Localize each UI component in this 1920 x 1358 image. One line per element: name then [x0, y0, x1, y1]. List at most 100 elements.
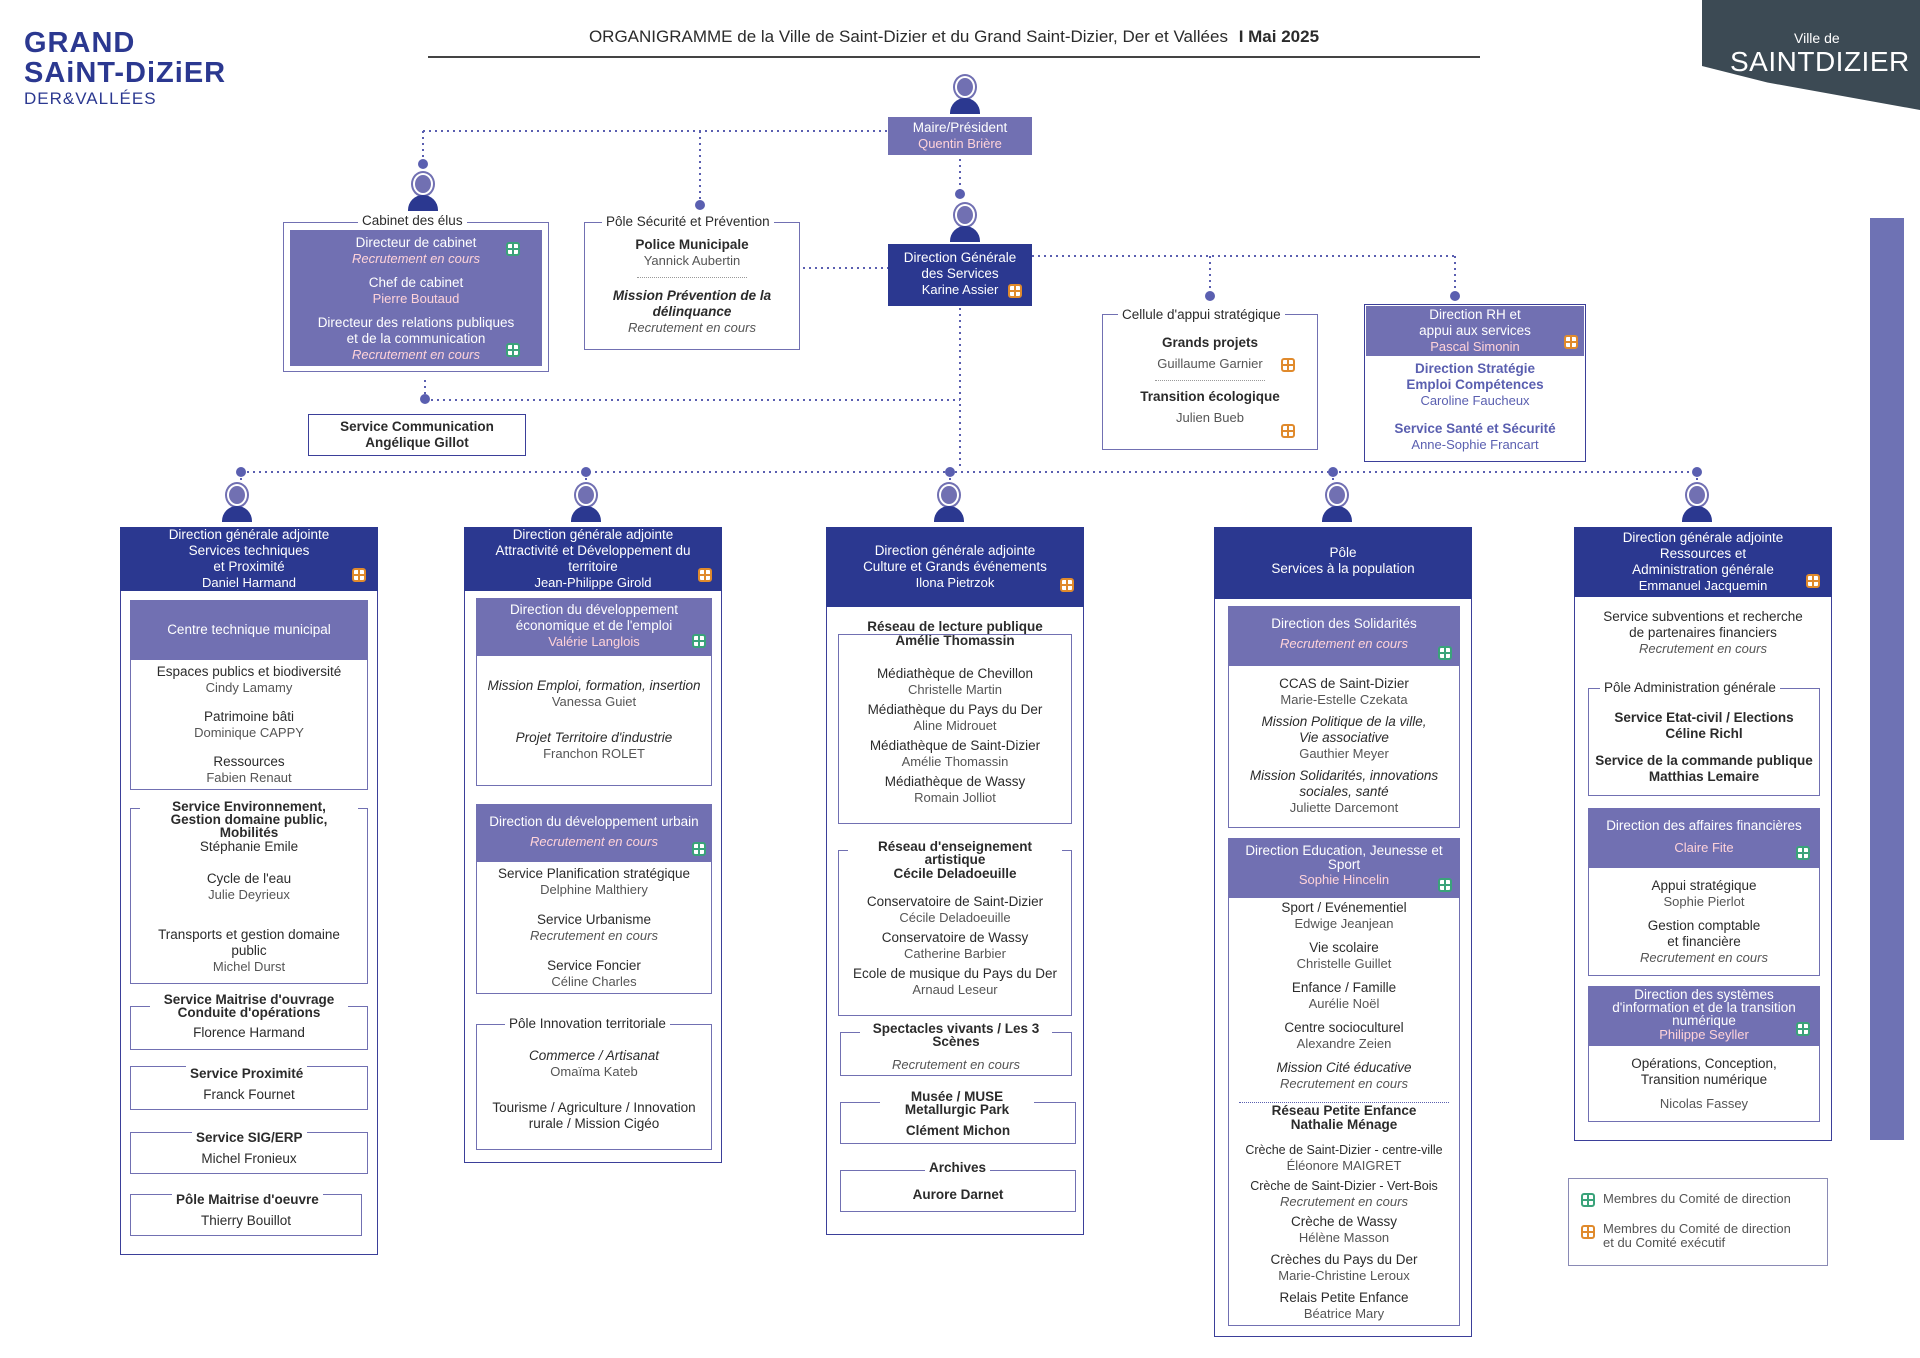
rh-name: Pascal Simonin [1430, 339, 1520, 354]
ctm-item-title: Espaces publics et biodiversité [156, 664, 342, 679]
sol-header: Direction des Solidarités Recrutement en… [1228, 606, 1460, 666]
dsi-items: Opérations, Conception, Transition numér… [1588, 1056, 1820, 1112]
title-underline [428, 56, 1480, 58]
legend: Membres du Comité de direction Membres d… [1568, 1178, 1828, 1266]
dsi-header: Direction des systèmes d'information et … [1588, 986, 1820, 1046]
person-icon [950, 76, 980, 114]
connector-dot [581, 467, 591, 477]
rea-block: Réseau d'enseignement artistique Cécile … [848, 840, 1062, 998]
communication-title: Service Communication [340, 419, 494, 434]
daf-item-name: Sophie Pierlot [1663, 894, 1745, 909]
cellule-frame: Grands projets Guillaume Garnier Transit… [1102, 314, 1318, 450]
edu-item-title: Centre socioculturel [1284, 1020, 1404, 1035]
edu-item-name: Aurélie Noël [1308, 996, 1380, 1011]
person-icon [571, 484, 601, 522]
cabinet-name-0: Recrutement en cours [352, 251, 480, 266]
transition-title: Transition écologique [1140, 389, 1280, 404]
rh-h2: appui aux services [1419, 323, 1531, 338]
securite-frame: Police Municipale Yannick Aubertin Missi… [584, 222, 800, 350]
col4-h2: Services à la population [1271, 561, 1415, 576]
connector-dot [695, 200, 705, 210]
col4-header: Pôle Services à la population [1214, 527, 1472, 599]
pag-title: Pôle Administration générale [1600, 680, 1780, 696]
col1-h3: et Proximité [213, 559, 285, 574]
moe-name: Thierry Bouillot [200, 1213, 292, 1228]
svc-name: Recrutement en cours [1639, 641, 1767, 656]
comex-badge-icon [1008, 284, 1022, 298]
logo-line2: SAiNT-DiZiER [24, 57, 227, 89]
rlp-block: Réseau de lecture publique Amélie Thomas… [848, 620, 1062, 806]
pit-item-title: Commerce / Artisanat [528, 1048, 660, 1063]
col1-h1: Direction générale adjointe [168, 527, 330, 542]
ddu-item-title: Service Planification stratégique [497, 866, 691, 881]
connector-dot [1692, 467, 1702, 477]
transition-name: Julien Bueb [1176, 410, 1244, 425]
cabinet-title: Cabinet des élus [358, 213, 467, 229]
spec-title-2: Scènes [932, 1034, 980, 1049]
sol-item-title: Mission Politique de la ville, [1261, 714, 1427, 729]
svc-title-2: de partenaires financiers [1629, 625, 1777, 640]
col3-h2: Culture et Grands événements [863, 559, 1047, 574]
ddu-name: Recrutement en cours [530, 834, 658, 849]
connector-dot [420, 394, 430, 404]
ctm-item-title: Patrimoine bâti [203, 709, 295, 724]
col3-h1: Direction générale adjointe [874, 543, 1036, 558]
comex-badge-icon [1281, 358, 1295, 372]
person-icon [950, 204, 980, 242]
title-date: I Mai 2025 [1238, 27, 1320, 46]
cellule-title: Cellule d'appui stratégique [1118, 307, 1285, 323]
securite-title: Pôle Sécurité et Prévention [602, 214, 774, 230]
env-item-name: Julie Deyrieux [208, 887, 290, 902]
ctm-item-name: Fabien Renaut [206, 770, 292, 785]
daf-item-title2: et financière [1667, 934, 1741, 949]
connector-dot [1205, 291, 1215, 301]
rpe-title: Réseau Petite Enfance [1267, 1104, 1421, 1118]
sol-title: Direction des Solidarités [1271, 616, 1417, 631]
svc-title-1: Service subventions et recherche [1603, 609, 1803, 624]
title-text: ORGANIGRAMME de la Ville de Saint-Dizier… [588, 27, 1228, 46]
rh-body: Direction Stratégie Emploi Compétences C… [1366, 361, 1584, 453]
daf-item-title: Appui stratégique [1651, 878, 1757, 893]
sig-title: Service SIG/ERP [192, 1130, 307, 1146]
env-item-title2: public [231, 943, 267, 958]
dgs-role2: des Services [921, 266, 999, 281]
rpe-name: Nathalie Ménage [1290, 1117, 1398, 1132]
rea-item-name: Catherine Barbier [904, 946, 1006, 961]
legend-item-1: Membres du Comité de direction [1603, 1191, 1791, 1206]
dsi-name: Philippe Seyller [1659, 1027, 1749, 1042]
env-item-title: Cycle de l'eau [206, 871, 292, 886]
moa-title: Service Maitrise d'ouvrage Conduite d'op… [150, 993, 348, 1019]
edu-title-1: Direction Education, Jeunesse et [1245, 843, 1443, 858]
edu-name: Sophie Hincelin [1298, 872, 1390, 887]
rpe-item-name: Marie-Christine Leroux [1278, 1268, 1410, 1283]
rea-item-name: Cécile Deladoeuille [899, 910, 1011, 925]
env-title-1: Service Environnement, [140, 800, 358, 813]
cabinet-role-2b: et de la communication [346, 331, 486, 346]
prox-name: Franck Fournet [203, 1087, 295, 1102]
connector-dot [1450, 291, 1460, 301]
rea-item-title: Conservatoire de Wassy [881, 930, 1029, 945]
daf-item-name: Recrutement en cours [1640, 950, 1768, 965]
pit-item-title: Tourisme / Agriculture / Innovation [492, 1100, 696, 1115]
cabinet-role-2a: Directeur des relations publiques [317, 315, 515, 330]
dgs-name: Karine Assier [921, 282, 999, 297]
connector-dot [236, 467, 246, 477]
rlp-frame [838, 634, 1072, 824]
rea-item-title: Ecole de musique du Pays du Der [852, 966, 1058, 981]
rea-item-name: Arnaud Leseur [912, 982, 998, 997]
env-title-3: Mobilités [219, 825, 279, 840]
ddu-item-title: Service Urbanisme [536, 912, 652, 927]
grands-projets-name: Guillaume Garnier [1157, 356, 1263, 371]
